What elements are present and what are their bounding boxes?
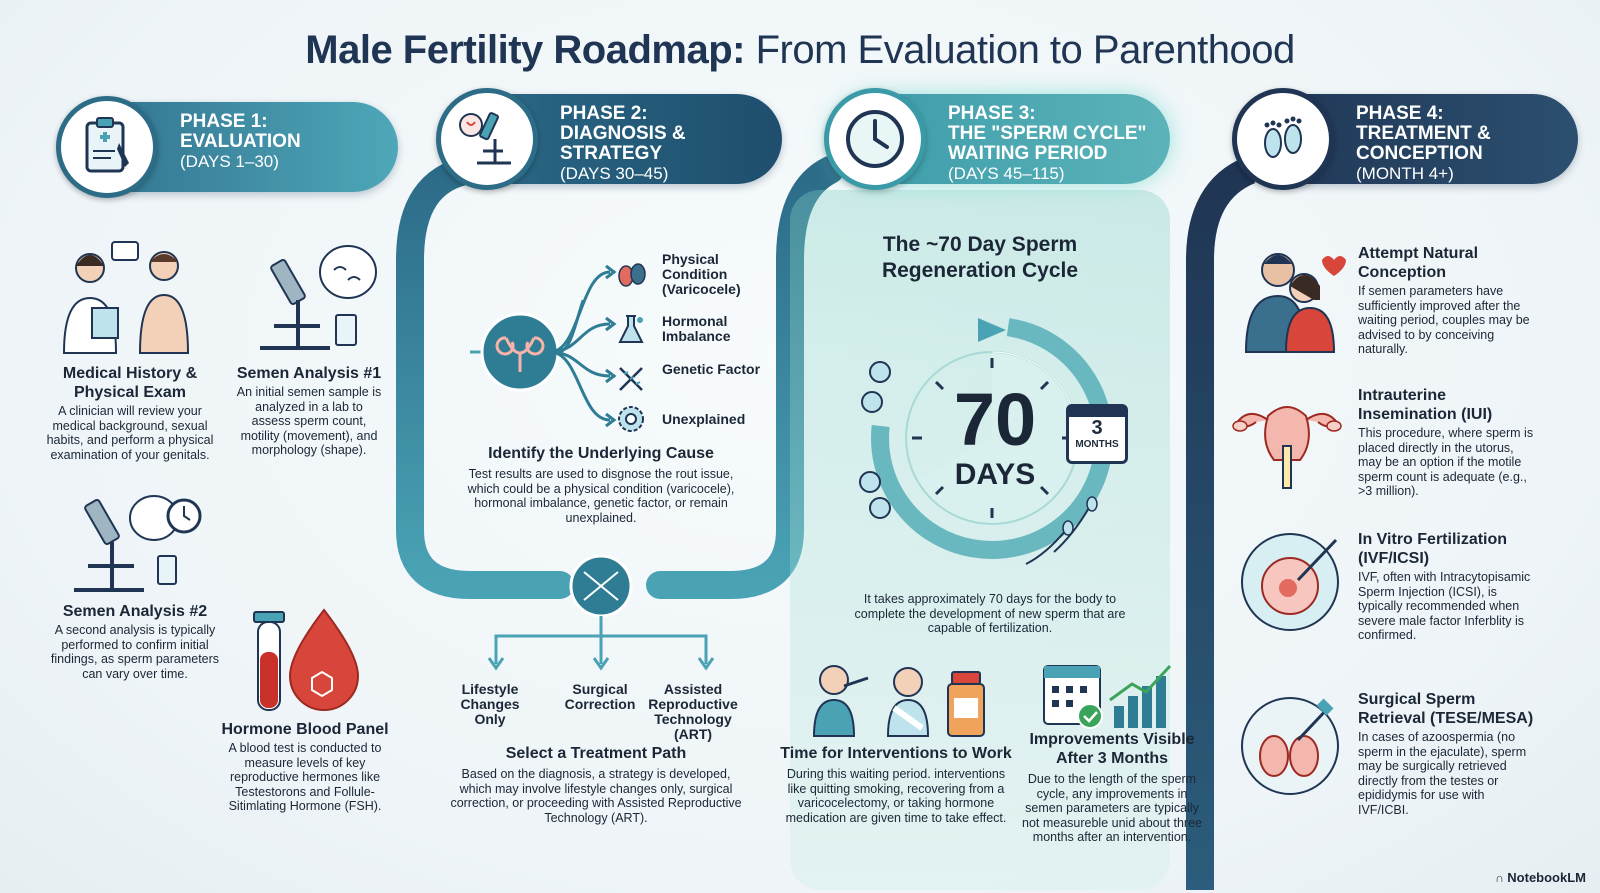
big-number: 70: [953, 378, 1037, 461]
phase4-days: (MONTH 4+): [1356, 164, 1454, 183]
page-title: Male Fertility Roadmap: From Evaluation …: [305, 28, 1295, 72]
phase1-item-title: Hormone Blood Panel: [221, 721, 389, 738]
phase3-subtitle-2: WAITING PERIOD: [948, 143, 1108, 164]
phase2-left-arc: [396, 156, 574, 599]
cause-hormonal: Hormonal Imbalance: [662, 313, 731, 344]
phase3-days: (DAYS 45–115): [948, 164, 1065, 183]
natural-conception-desc: If semen parameters have sufficiently im…: [1358, 284, 1530, 356]
interventions-desc: During this waiting period. intervention…: [785, 767, 1007, 825]
tese-desc: In cases of azoospermia (no sperm in the…: [1358, 730, 1527, 817]
interventions-icon: [812, 665, 985, 737]
microscope-clock-icon: [74, 495, 202, 592]
cause-genetic: Genetic Factor: [662, 361, 761, 377]
phase2-title: PHASE 2:: [560, 103, 648, 124]
phase1-title: PHASE 1:: [180, 111, 268, 132]
couple-icon: [1244, 253, 1346, 353]
ivf-title: In Vitro Fertilization (IVF/ICSI): [1358, 531, 1508, 567]
interventions-title: Time for Interventions to Work: [780, 745, 1012, 762]
phase1-item-desc: A second analysis is typically performed…: [50, 623, 220, 681]
phase1-item-title: Medical History & Physical Exam: [62, 365, 198, 401]
phase3-title: PHASE 3:: [948, 103, 1036, 124]
treatment-hub: [487, 554, 715, 671]
phase4-arc: [1186, 157, 1256, 890]
iui-desc: This procedure, where sperm is placed di…: [1358, 426, 1534, 498]
big-unit: DAYS: [954, 458, 1036, 491]
microscope-icon: [436, 88, 538, 190]
question-gear-icon: [618, 406, 644, 432]
microscope-speech-icon: [260, 245, 377, 350]
footprints-icon: [1232, 88, 1334, 190]
doctor-patient-icon: [62, 241, 190, 354]
phase1-days: (DAYS 1–30): [180, 152, 279, 171]
phase1-banner: PHASE 1: EVALUATION (DAYS 1–30): [56, 96, 398, 198]
phase1-item-desc: A blood test is conducted to measure lev…: [228, 741, 382, 813]
treatment-path-desc: Based on the diagnosis, a strategy is de…: [450, 767, 742, 825]
phase4-title: PHASE 4:: [1356, 103, 1444, 124]
phase2-banner: PHASE 2: DIAGNOSIS & STRATEGY (DAYS 30–4…: [436, 88, 782, 190]
tese-title: Surgical Sperm Retrieval (TESE/MESA): [1358, 691, 1534, 727]
path-lifestyle: Lifestyle Changes Only: [460, 681, 520, 727]
phase4-subtitle: TREATMENT &: [1356, 123, 1491, 144]
cause-branches: [550, 264, 617, 428]
phase1-item-desc: A clinician will review your medical bac…: [46, 404, 214, 462]
identify-cause-title: Identify the Underlying Cause: [488, 445, 714, 462]
flask-icon: [618, 315, 644, 343]
improvements-desc: Due to the length of the sperm cycle, an…: [1022, 772, 1202, 844]
treatment-path-title: Select a Treatment Path: [505, 745, 687, 762]
phase2-subtitle-2: STRATEGY: [560, 143, 663, 164]
cycle-title: The ~70 Day Sperm Regeneration Cycle: [881, 233, 1079, 282]
blood-tube-drop-icon: [253, 608, 360, 711]
clipboard-icon: [56, 96, 158, 198]
clock-icon: [824, 88, 926, 190]
cycle-desc: It takes approximately 70 days for the b…: [854, 592, 1126, 635]
improvements-title: Improvements Visible After 3 Months: [1029, 731, 1195, 767]
dna-icon: [619, 367, 643, 391]
phase1-subtitle: EVALUATION: [180, 131, 301, 152]
phase4-subtitle-2: CONCEPTION: [1356, 143, 1483, 164]
phase3-banner: PHASE 3: THE "SPERM CYCLE" WAITING PERIO…: [824, 88, 1170, 190]
phase2-subtitle: DIAGNOSIS &: [560, 123, 686, 144]
ivf-egg-icon: [1241, 533, 1339, 631]
phase3-subtitle: THE "SPERM CYCLE": [948, 123, 1147, 144]
ivf-desc: IVF, often with Intracytopisamic Sperm I…: [1358, 570, 1531, 642]
uterus-icon: [1232, 406, 1342, 489]
phase1-item-desc: An initial semen sample is analyzed in a…: [236, 385, 382, 457]
cause-physical: Physical Condition (Varicocele): [662, 251, 741, 297]
phase2-days: (DAYS 30–45): [560, 164, 669, 183]
phase1-item-title: Semen Analysis #1: [236, 365, 382, 382]
phase1-item-title: Semen Analysis #2: [62, 603, 208, 620]
cause-unexplained: Unexplained: [662, 411, 746, 427]
path-art: Assisted Reproductive Technology (ART): [648, 681, 738, 742]
brand-logo: ∩ NotebookLM: [1495, 870, 1586, 885]
calendar-badge: 3 MONTHS: [1066, 404, 1128, 464]
testes-icon: [618, 263, 646, 287]
natural-conception-title: Attempt Natural Conception: [1358, 245, 1479, 281]
calendar-number: 3: [1091, 417, 1103, 439]
calendar-unit: MONTHS: [1075, 439, 1119, 450]
sperm-retrieval-icon: [1241, 697, 1339, 795]
phase4-banner: PHASE 4: TREATMENT & CONCEPTION (MONTH 4…: [1232, 88, 1578, 190]
identify-cause-desc: Test results are used to disgnose the ro…: [467, 467, 735, 525]
calendar-chart-icon: [1043, 664, 1172, 729]
path-surgical: Surgical Correction: [564, 681, 636, 712]
iui-title: Intrauterine Insemination (IUI): [1358, 387, 1493, 423]
